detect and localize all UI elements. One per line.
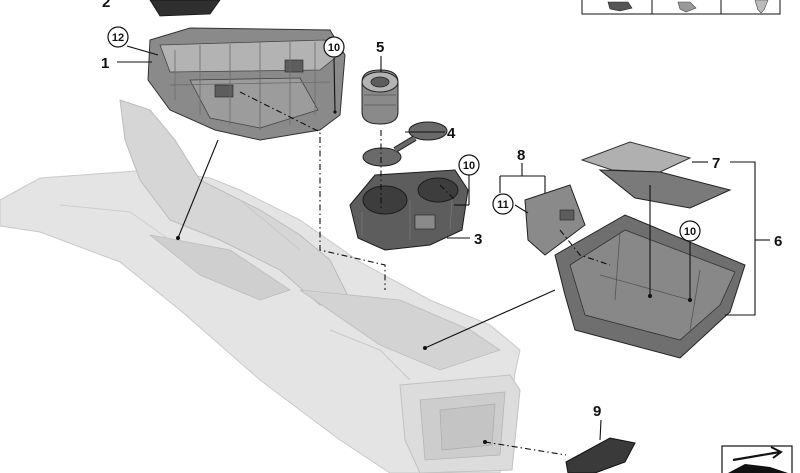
assembly-lines <box>239 91 611 456</box>
leader-lines <box>117 45 770 441</box>
callout-5: 5 <box>376 39 384 56</box>
control-panel-housing <box>147 27 346 141</box>
callout-1: 1 <box>101 55 109 72</box>
callout-8: 8 <box>517 147 525 164</box>
cover-mat-part <box>580 141 732 209</box>
callout-2: 2 <box>102 0 110 11</box>
circled-callouts: 12 10 10 10 11 <box>107 26 701 242</box>
callout-12: 12 <box>112 32 124 44</box>
callout-9: 9 <box>593 403 601 420</box>
callout-labels: 2 1 5 4 3 8 7 6 9 <box>101 0 782 420</box>
callout-6: 6 <box>774 233 782 250</box>
callout-11: 11 <box>497 199 509 211</box>
knob-cover-part <box>361 69 399 125</box>
diagram-reference-icon <box>721 445 793 473</box>
top-tray-part <box>149 0 221 17</box>
rubber-mat-part <box>362 121 448 167</box>
trim-bracket-part <box>524 184 586 256</box>
cup-holder-part <box>349 169 469 251</box>
screw-icon <box>754 0 769 14</box>
fastener-clip-icon <box>677 1 697 13</box>
callout-10-c: 10 <box>684 226 696 238</box>
callout-4: 4 <box>447 125 456 142</box>
callout-10-b: 10 <box>463 160 475 172</box>
callout-3: 3 <box>474 231 482 248</box>
callout-10-a: 10 <box>328 42 340 54</box>
parts-legend-icon <box>581 0 781 15</box>
small-cover-part <box>565 437 636 473</box>
fastener-clip-icon <box>607 1 633 12</box>
callout-7: 7 <box>712 155 720 172</box>
center-console-housing <box>0 99 521 473</box>
leader-dots <box>176 110 692 444</box>
